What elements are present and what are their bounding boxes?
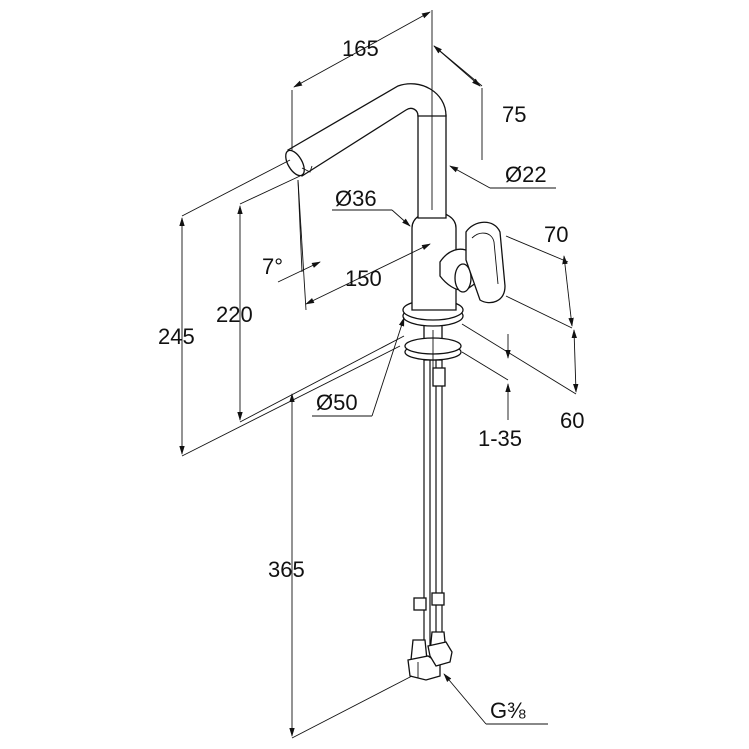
mounting-fixing bbox=[404, 319, 462, 372]
dim-220: 220 bbox=[216, 175, 405, 423]
dim-150: 150 bbox=[305, 243, 431, 305]
dim-1-35: 1-35 bbox=[461, 334, 522, 451]
dim-245-label: 245 bbox=[158, 324, 195, 349]
faucet-body bbox=[285, 83, 506, 681]
thread-label: G⅜ bbox=[490, 698, 526, 723]
dim-d22: Ø22 bbox=[449, 162, 556, 189]
dim-1-35-label: 1-35 bbox=[478, 426, 522, 451]
dim-7deg: 7° bbox=[262, 179, 321, 311]
dim-d50-label: Ø50 bbox=[316, 390, 358, 415]
spout-outlet bbox=[285, 149, 305, 177]
supply-hoses bbox=[407, 355, 453, 681]
dim-365: 365 bbox=[268, 393, 413, 739]
dim-150-label: 150 bbox=[345, 266, 382, 291]
dim-165: 165 bbox=[291, 10, 433, 210]
dim-d50: Ø50 bbox=[312, 317, 405, 417]
dim-7deg-label: 7° bbox=[262, 254, 283, 279]
dim-d36-label: Ø36 bbox=[335, 186, 377, 211]
dim-165-label: 165 bbox=[342, 36, 379, 61]
dim-d22-label: Ø22 bbox=[505, 162, 547, 187]
dim-60: 60 bbox=[461, 323, 584, 433]
dimensions: 165 75 Ø22 Ø36 70 bbox=[158, 10, 584, 739]
dim-75: 75 bbox=[433, 45, 526, 160]
lever-handle bbox=[439, 221, 506, 304]
dim-60-label: 60 bbox=[560, 408, 584, 433]
dim-70: 70 bbox=[505, 222, 574, 329]
dim-220-label: 220 bbox=[216, 302, 253, 327]
dim-75-label: 75 bbox=[502, 102, 526, 127]
dim-d36: Ø36 bbox=[332, 186, 411, 227]
dim-70-label: 70 bbox=[544, 222, 568, 247]
dim-365-label: 365 bbox=[268, 557, 305, 582]
dim-thread: G⅜ bbox=[443, 673, 548, 725]
